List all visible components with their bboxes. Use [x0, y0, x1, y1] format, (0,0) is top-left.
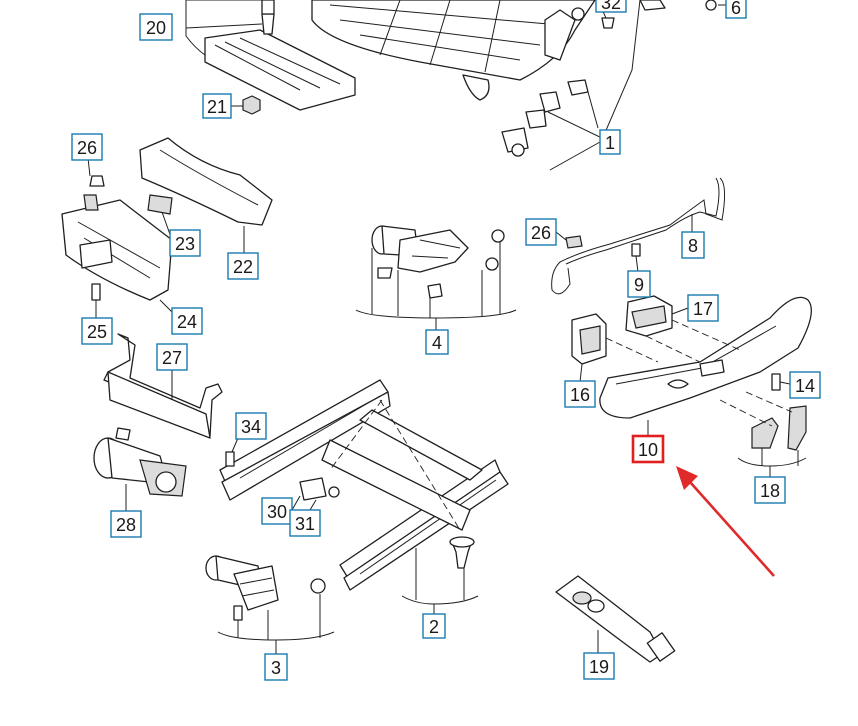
svg-text:24: 24 — [177, 312, 197, 332]
part-25-screw — [91, 283, 101, 301]
callout-22: 22 — [227, 252, 259, 280]
callout-24: 24 — [171, 307, 203, 335]
callout-34: 34 — [235, 412, 267, 440]
callout-1: 1 — [599, 129, 621, 155]
callout-27: 27 — [156, 343, 188, 371]
part-19-tube — [555, 575, 676, 663]
part-28-motor — [93, 427, 187, 497]
callout-17: 17 — [687, 294, 719, 322]
part-27-bracket — [103, 333, 223, 439]
highlight-arrow — [676, 466, 775, 577]
svg-text:19: 19 — [589, 657, 609, 677]
part-21-nut — [242, 95, 261, 115]
svg-text:26: 26 — [77, 138, 97, 158]
part-23-clip — [147, 194, 173, 215]
callout-10-highlighted: 10 — [631, 434, 665, 464]
callout-23: 23 — [169, 229, 201, 257]
part-24-panel — [61, 175, 173, 301]
callout-8: 8 — [681, 231, 705, 259]
part-17-switch — [625, 295, 673, 337]
svg-text:4: 4 — [432, 333, 442, 353]
svg-text:14: 14 — [795, 376, 815, 396]
callout-25: 25 — [81, 317, 113, 345]
seat-frame-top — [311, 0, 666, 101]
callout-6: 6 — [725, 0, 747, 19]
svg-text:6: 6 — [731, 0, 741, 18]
callout-2: 2 — [422, 613, 446, 639]
svg-text:26: 26 — [531, 223, 551, 243]
callout-26-right: 26 — [525, 218, 557, 246]
part-9-screw — [631, 243, 641, 257]
svg-text:3: 3 — [271, 658, 281, 678]
part-26-clip-right — [565, 235, 583, 249]
callout-26-left: 26 — [71, 133, 103, 161]
svg-text:8: 8 — [688, 236, 698, 256]
part-10-trim-panel — [599, 296, 812, 419]
part-6-screw — [705, 0, 717, 11]
svg-text:17: 17 — [693, 299, 713, 319]
svg-text:21: 21 — [207, 97, 227, 117]
svg-text:23: 23 — [175, 234, 195, 254]
callout-30: 30 — [261, 497, 293, 525]
part-34-screw — [225, 451, 235, 467]
callout-32: 32 — [595, 0, 627, 13]
callout-21: 21 — [202, 93, 232, 119]
part-16-switch — [571, 313, 607, 365]
svg-text:30: 30 — [267, 502, 287, 522]
svg-text:32: 32 — [601, 0, 621, 13]
callout-14: 14 — [789, 371, 821, 399]
svg-text:25: 25 — [87, 322, 107, 342]
callout-18: 18 — [754, 476, 786, 504]
callout-16: 16 — [564, 380, 596, 408]
part-22-trim — [139, 137, 273, 226]
part-4-motor-assembly — [371, 225, 505, 299]
svg-text:1: 1 — [605, 133, 615, 153]
svg-text:22: 22 — [233, 257, 253, 277]
part-1-bolts — [501, 79, 589, 157]
svg-text:31: 31 — [295, 514, 315, 534]
part-8-wire — [551, 177, 726, 295]
svg-text:28: 28 — [116, 515, 136, 535]
svg-text:10: 10 — [638, 440, 658, 460]
svg-text:27: 27 — [162, 348, 182, 368]
svg-text:2: 2 — [429, 617, 439, 637]
svg-text:9: 9 — [634, 275, 644, 295]
callout-28: 28 — [110, 510, 142, 538]
svg-text:18: 18 — [760, 481, 780, 501]
part-30-31-bracket — [299, 477, 340, 501]
svg-text:34: 34 — [241, 417, 261, 437]
svg-text:20: 20 — [146, 18, 166, 38]
leader-lines — [87, 0, 807, 654]
explosion-lines — [605, 319, 793, 427]
part-32-screw — [601, 17, 615, 29]
part-20-plate — [204, 0, 356, 111]
callout-9: 9 — [627, 270, 651, 298]
part-3-motor — [205, 555, 326, 621]
part-2-seat-rails — [219, 379, 509, 591]
callout-4: 4 — [425, 329, 449, 355]
callout-20: 20 — [139, 13, 173, 41]
callout-31: 31 — [289, 509, 321, 537]
svg-text:16: 16 — [570, 385, 590, 405]
part-18-knobs — [751, 405, 807, 451]
callout-3: 3 — [264, 653, 288, 681]
part-14-screw — [771, 373, 781, 391]
callout-19: 19 — [583, 652, 615, 680]
